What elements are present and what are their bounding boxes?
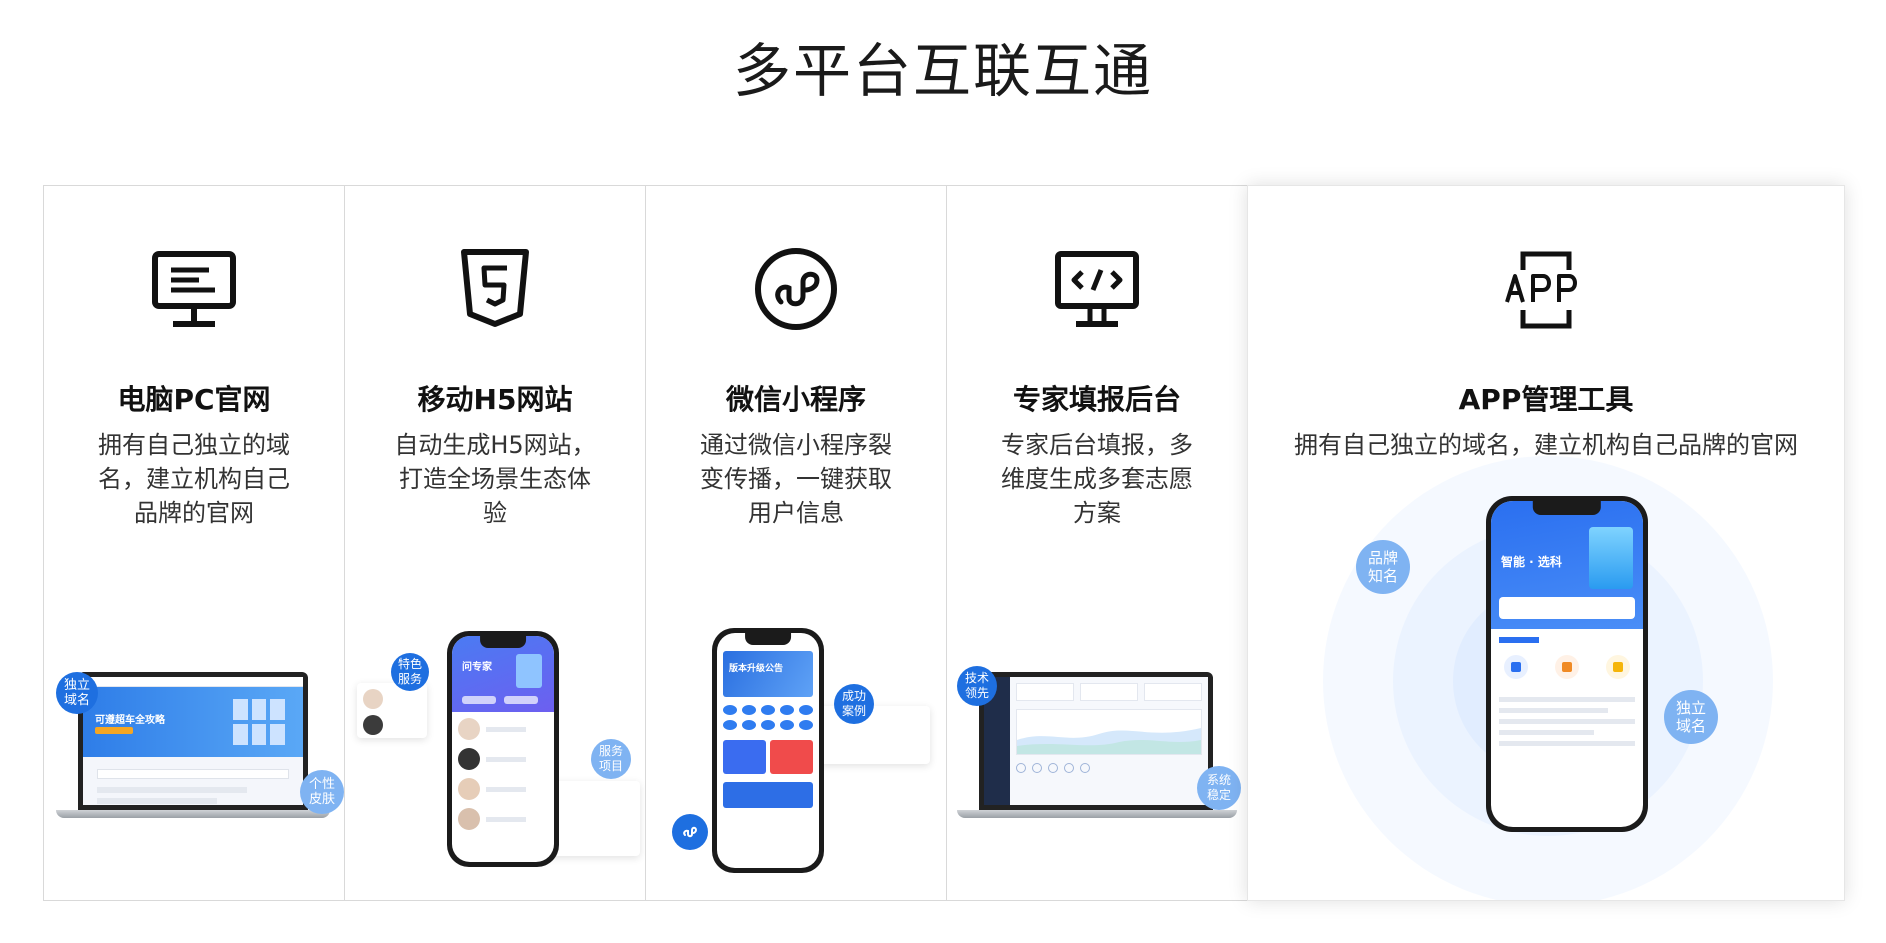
page-title: 多平台互联互通	[732, 37, 1153, 105]
app-icon	[1505, 251, 1577, 329]
mini-program-logo-icon	[672, 814, 708, 850]
phone-mockup: 问专家 特色服务 服务项目	[355, 631, 640, 881]
card-h5-site[interactable]: 移动H5网站 自动生成H5网站，打造全场景生态体验 问专家	[344, 185, 645, 901]
badge-brand-known: 品牌知名	[1356, 540, 1410, 594]
card-mini-program[interactable]: 微信小程序 通过微信小程序裂变传播，一键获取用户信息 版本升级公告	[645, 185, 946, 901]
card-title: 专家填报后台	[1012, 383, 1181, 416]
card-description: 拥有自己独立的域名，建立机构自己品牌的官网	[1294, 431, 1798, 459]
badge-independent-domain: 独立域名	[56, 672, 98, 714]
card-pc-website[interactable]: 电脑PC官网 拥有自己独立的域名，建立机构自己品牌的官网 可遵超车全攻略	[43, 185, 344, 901]
platform-cards: 电脑PC官网 拥有自己独立的域名，建立机构自己品牌的官网 可遵超车全攻略	[43, 185, 1845, 901]
badge-tech-leading: 技术领先	[957, 666, 997, 706]
card-description: 拥有自己独立的域名，建立机构自己品牌的官网	[98, 431, 290, 527]
app-header-text: 智能 · 选科	[1501, 555, 1562, 569]
mini-program-icon	[755, 248, 837, 330]
card-title: 微信小程序	[725, 383, 866, 416]
laptop-banner-text: 可遵超车全攻略	[95, 715, 165, 726]
card-description: 通过微信小程序裂变传播，一键获取用户信息	[700, 431, 892, 527]
badge-system-stable: 系统稳定	[1197, 766, 1241, 810]
badge-independent-domain: 独立域名	[1664, 690, 1718, 744]
card-description: 自动生成H5网站，打造全场景生态体验	[394, 431, 596, 527]
card-expert-backend[interactable]: 专家填报后台 专家后台填报，多维度生成多套志愿方案	[946, 185, 1247, 901]
card-app-tool[interactable]: APP管理工具 拥有自己独立的域名，建立机构自己品牌的官网 智能 · 选科	[1247, 185, 1845, 901]
mini-banner-text: 版本升级公告	[729, 664, 784, 674]
h5-header-text: 问专家	[462, 662, 492, 673]
laptop-mockup: 技术领先 系统稳定	[957, 666, 1242, 822]
card-title: APP管理工具	[1458, 383, 1634, 416]
badge-custom-skin: 个性皮肤	[300, 770, 344, 814]
code-monitor-icon	[1055, 251, 1139, 327]
monitor-icon	[152, 251, 236, 327]
html5-icon	[461, 249, 529, 327]
badge-featured-service: 特色服务	[391, 653, 429, 691]
badge-success-case: 成功案例	[834, 684, 874, 724]
card-title: 移动H5网站	[417, 383, 573, 416]
badge-service-items: 服务项目	[591, 739, 631, 779]
card-description: 专家后台填报，多维度生成多套志愿方案	[1001, 431, 1193, 527]
app-phone-mockup: 智能 · 选科	[1308, 456, 1788, 900]
phone-mockup: 版本升级公告 成功案例	[672, 628, 942, 890]
laptop-mockup: 可遵超车全攻略 独立域名 个性皮肤	[56, 672, 344, 822]
card-title: 电脑PC官网	[117, 383, 271, 416]
